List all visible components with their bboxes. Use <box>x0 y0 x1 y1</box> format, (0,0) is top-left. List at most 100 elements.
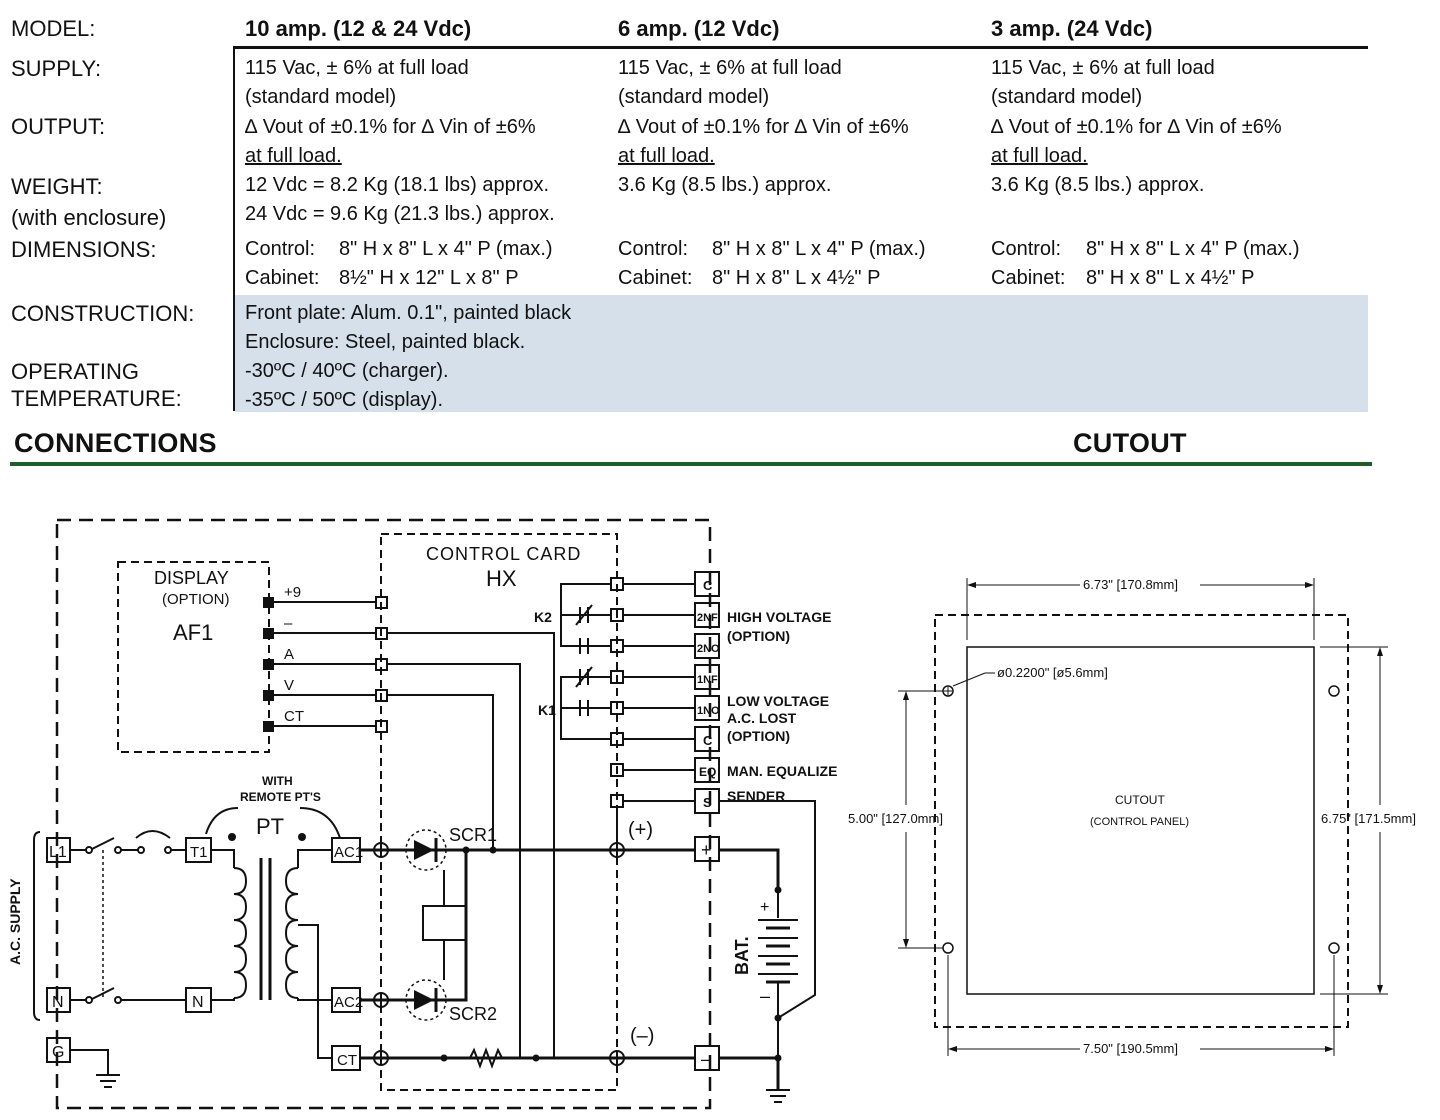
cutout-center-subtitle: (CONTROL PANEL) <box>1090 816 1189 828</box>
k2-relay <box>560 583 611 654</box>
label-output: OUTPUT: <box>11 114 106 139</box>
k2-label: K2 <box>534 609 552 625</box>
bottom-dimension: 7.50" [190.5mm] <box>1083 1041 1178 1056</box>
output-col2-line1: ∆ Vout of ±0.1% for ∆ Vin of ±6% <box>618 116 909 138</box>
control-col3-label: Control: <box>991 238 1062 260</box>
term-1no: 1NO <box>697 705 720 717</box>
output-col3-line1: ∆ Vout of ±0.1% for ∆ Vin of ±6% <box>991 116 1282 138</box>
top-dimension: 6.73" [170.8mm] <box>1083 577 1178 592</box>
bat-plus-label: + <box>760 899 769 916</box>
model-col2: 6 amp. (12 Vdc) <box>618 16 780 41</box>
mount-hole-br <box>1328 942 1340 954</box>
term-2nf: 2NF <box>697 612 718 624</box>
control-col2-value: 8" H x 8" L x 4" P (max.) <box>712 238 926 260</box>
pin-label-v: V <box>284 677 294 694</box>
label-operating: OPERATING <box>11 359 139 384</box>
temperature-line2: -35ºC / 50ºC (display). <box>245 389 444 411</box>
cutout-center-title: CUTOUT <box>1115 793 1165 807</box>
display-option-label: (OPTION) <box>162 591 230 608</box>
high-voltage-option: (OPTION) <box>727 628 790 644</box>
cutout-heading: CUTOUT <box>1073 428 1187 458</box>
label-construction: CONSTRUCTION: <box>11 301 195 326</box>
hole-dimension: ø0.2200" [ø5.6mm] <box>997 665 1108 680</box>
cutout-outer-outline <box>934 614 1349 1028</box>
display-outline <box>117 561 270 753</box>
pin-label-ct: CT <box>284 708 304 725</box>
ac-lost-label: A.C. LOST <box>727 710 797 726</box>
table-left-rule <box>233 48 235 411</box>
label-weight-note: (with enclosure) <box>11 205 167 230</box>
control-col3-value: 8" H x 8" L x 4" P (max.) <box>1086 238 1300 260</box>
cabinet-col1-label: Cabinet: <box>245 267 320 289</box>
output-col2-line2: at full load. <box>618 145 715 167</box>
term-c2: C <box>703 733 713 748</box>
terminal-ac1: AC1 <box>334 844 363 861</box>
term-1nf: 1NF <box>697 674 718 686</box>
table-top-rule <box>233 46 1368 49</box>
temperature-line1: -30ºC / 40ºC (charger). <box>245 360 449 382</box>
display-label: DISPLAY <box>154 568 229 588</box>
cabinet-col2-value: 8" H x 8" L x 4½" P <box>712 267 881 289</box>
terminal-ct: CT <box>337 1052 357 1069</box>
control-card-label: CONTROL CARD <box>426 544 581 564</box>
bat-minus-label: – <box>760 986 770 1006</box>
term-plus: + <box>701 840 712 860</box>
construction-line2: Enclosure: Steel, painted black. <box>245 331 526 353</box>
cabinet-col2-label: Cabinet: <box>618 267 693 289</box>
right-dimension: 6.75" [171.5mm] <box>1321 811 1416 826</box>
model-col1: 10 amp. (12 & 24 Vdc) <box>245 16 472 41</box>
connections-heading: CONNECTIONS <box>14 428 217 458</box>
af1-label: AF1 <box>173 620 213 645</box>
with-label: WITH <box>262 774 293 788</box>
weight-col1-line1: 12 Vdc = 8.2 Kg (18.1 lbs) approx. <box>245 174 550 196</box>
model-col3: 3 amp. (24 Vdc) <box>991 16 1153 41</box>
label-weight: WEIGHT: <box>11 174 103 199</box>
cabinet-col3-label: Cabinet: <box>991 267 1066 289</box>
supply-col1-line2: (standard model) <box>245 86 397 108</box>
supply-col3-line1: 115 Vac, ± 6% at full load <box>991 57 1215 79</box>
supply-col3-line2: (standard model) <box>991 86 1143 108</box>
low-voltage-option: (OPTION) <box>727 728 790 744</box>
k1-relay <box>560 666 611 740</box>
term-minus: – <box>701 1049 711 1069</box>
weight-col1-line2: 24 Vdc = 9.6 Kg (21.3 lbs.) approx. <box>245 203 555 225</box>
term-eq: EQ <box>699 765 716 779</box>
supply-col2-line2: (standard model) <box>618 86 770 108</box>
hx-label: HX <box>486 566 517 591</box>
terminal-t1: T1 <box>190 844 208 861</box>
section-rule <box>10 462 1372 466</box>
terminal-n-mid: N <box>192 994 204 1011</box>
term-2no: 2NO <box>697 643 720 655</box>
man-equalize-label: MAN. EQUALIZE <box>727 763 837 779</box>
plus-bus-label: (+) <box>628 819 653 841</box>
left-dimension: 5.00" [127.0mm] <box>848 811 943 826</box>
battery-symbol <box>758 919 798 984</box>
term-c1: C <box>703 578 713 593</box>
terminal-g: G <box>52 1044 64 1061</box>
terminal-ac2: AC2 <box>334 994 363 1011</box>
label-temperature: TEMPERATURE: <box>11 386 182 411</box>
control-col1-value: 8" H x 8" L x 4" P (max.) <box>339 238 553 260</box>
construction-line1: Front plate: Alum. 0.1", painted black <box>245 302 572 324</box>
construction-shading <box>235 295 1368 412</box>
k1-label: K1 <box>538 702 556 718</box>
output-col3-line2: at full load. <box>991 145 1088 167</box>
output-col1-line2: at full load. <box>245 145 342 167</box>
supply-col2-line1: 115 Vac, ± 6% at full load <box>618 57 842 79</box>
ac-supply-label: A.C. SUPPLY <box>7 878 23 965</box>
label-model: MODEL: <box>11 16 96 41</box>
low-voltage-label: LOW VOLTAGE <box>727 693 829 709</box>
scr2-label: SCR2 <box>449 1004 497 1024</box>
label-dimensions: DIMENSIONS: <box>11 237 157 262</box>
output-col1-line1: ∆ Vout of ±0.1% for ∆ Vin of ±6% <box>245 116 536 138</box>
control-col1-label: Control: <box>245 238 316 260</box>
pin-label-minus: – <box>284 615 293 632</box>
bat-label: BAT. <box>732 936 752 975</box>
remote-pts-label: REMOTE PT'S <box>240 790 321 804</box>
mount-hole-tr <box>1328 685 1340 697</box>
cabinet-col1-value: 8½" H x 12" L x 8" P <box>339 267 519 289</box>
terminal-l1: L1 <box>49 844 67 861</box>
label-supply: SUPPLY: <box>11 56 102 81</box>
